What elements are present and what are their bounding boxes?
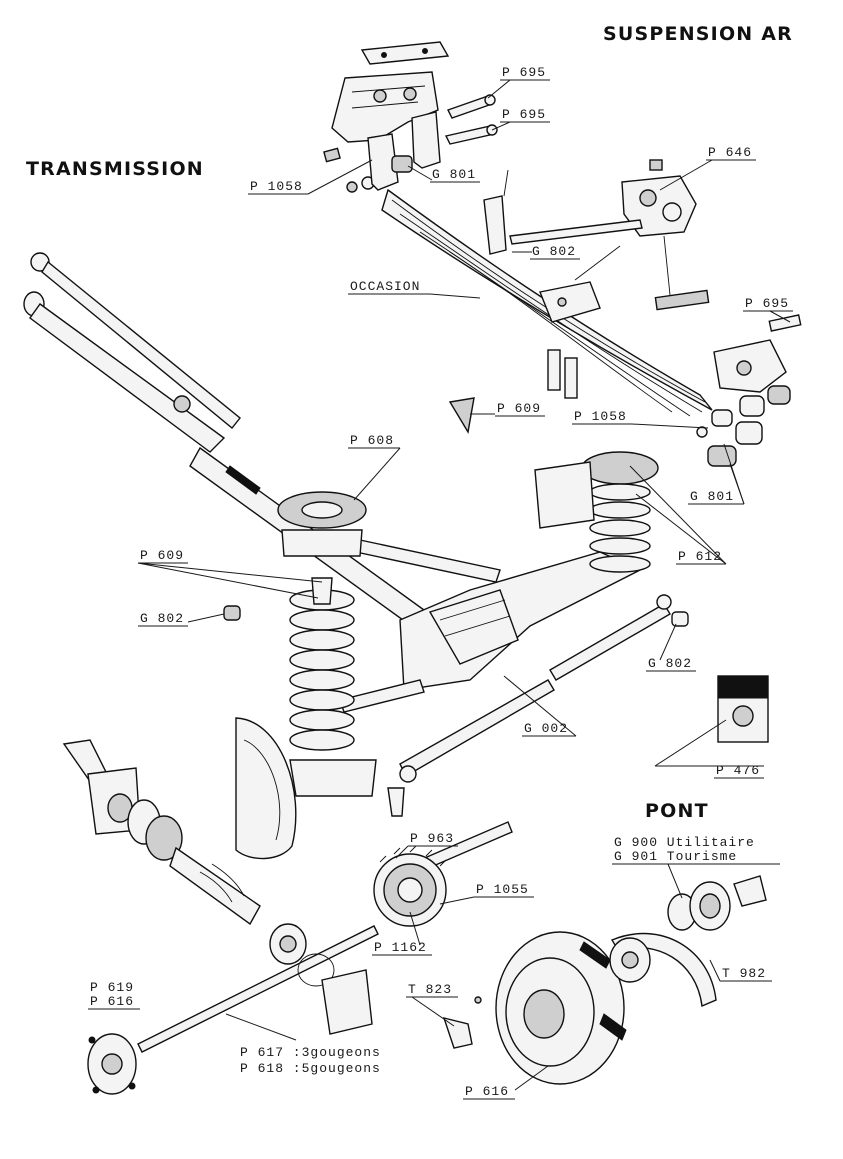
spring-hanger-bracket xyxy=(323,71,439,193)
svg-text:P 609: P 609 xyxy=(497,401,541,416)
callout-t823: T 823 xyxy=(406,982,458,1027)
callout-p616-b: P 616 xyxy=(463,1065,549,1100)
callout-p695-c: P 695 xyxy=(743,296,793,323)
callout-p619-p616: P 619 P 616 xyxy=(88,980,140,1010)
pinion-assembly xyxy=(62,739,307,965)
callout-p1058-a: P 1058 xyxy=(248,159,373,195)
shock-mount-p646 xyxy=(509,159,697,296)
svg-text:G 900 Utilitaire: G 900 Utilitaire xyxy=(614,835,755,850)
callout-p617-p618: P 617 :3gougeons P 618 :5gougeons xyxy=(225,1013,381,1076)
svg-text:P 695: P 695 xyxy=(745,296,789,311)
callout-g802-b: G 802 xyxy=(138,611,225,627)
callout-p1055: P 1055 xyxy=(439,882,534,905)
svg-text:P 695: P 695 xyxy=(502,65,546,80)
callout-p609-a: P 609 xyxy=(470,401,545,417)
upper-bracket-plate xyxy=(360,41,450,65)
title-transmission: TRANSMISSION xyxy=(26,158,204,180)
differential-crown xyxy=(373,821,513,927)
svg-text:T 823: T 823 xyxy=(408,982,452,997)
callout-occasion: OCCASION xyxy=(348,279,481,299)
callout-g802-c: G 802 xyxy=(646,623,696,672)
callout-p608: P 608 xyxy=(348,433,401,501)
leaf-spring xyxy=(381,188,713,417)
callout-p646: P 646 xyxy=(659,145,756,191)
svg-text:P 612: P 612 xyxy=(678,549,722,564)
brake-drum-left xyxy=(235,717,377,860)
svg-text:P 1058: P 1058 xyxy=(574,409,627,424)
callout-p476: P 476 xyxy=(654,719,764,779)
callout-p1058-b: P 1058 xyxy=(572,409,709,429)
callout-g801-b: G 801 xyxy=(688,443,745,505)
rear-shackle-assembly xyxy=(696,314,802,467)
svg-text:P 963: P 963 xyxy=(410,831,454,846)
callout-p612: P 612 xyxy=(629,465,727,565)
bump-stop-small xyxy=(448,397,475,434)
lateral-rods xyxy=(387,594,689,817)
svg-text:OCCASION: OCCASION xyxy=(350,279,420,294)
half-shaft xyxy=(87,925,379,1095)
svg-text:G 801: G 801 xyxy=(432,167,476,182)
svg-text:T 982: T 982 xyxy=(722,966,766,981)
title-pont: PONT xyxy=(645,800,709,822)
svg-text:P 695: P 695 xyxy=(502,107,546,122)
shackle-plates xyxy=(367,111,441,191)
svg-text:G 801: G 801 xyxy=(690,489,734,504)
callout-g801-a: G 801 xyxy=(407,165,480,183)
callout-p609-b: P 609 xyxy=(137,548,323,599)
bleed-screw xyxy=(442,996,482,1049)
svg-text:G 802: G 802 xyxy=(140,611,184,626)
svg-text:P 618 :5gougeons: P 618 :5gougeons xyxy=(240,1061,381,1076)
svg-text:G 901 Tourisme: G 901 Tourisme xyxy=(614,849,737,864)
svg-text:P 1055: P 1055 xyxy=(476,882,529,897)
svg-text:P 616: P 616 xyxy=(90,994,134,1009)
svg-text:P 619: P 619 xyxy=(90,980,134,995)
callout-p1162: P 1162 xyxy=(372,911,432,956)
shackle-pins xyxy=(444,94,498,145)
callout-g002: G 002 xyxy=(503,675,577,737)
brake-drum-right xyxy=(495,931,627,1085)
svg-text:P 616: P 616 xyxy=(465,1084,509,1099)
svg-text:P 1058: P 1058 xyxy=(250,179,303,194)
callout-p695-a: P 695 xyxy=(487,65,550,99)
oil-can xyxy=(717,675,769,743)
spring-seat-and-ubolts xyxy=(483,169,710,323)
backing-plate-and-bearing xyxy=(609,875,767,1008)
svg-text:P 609: P 609 xyxy=(140,548,184,563)
svg-text:P 476: P 476 xyxy=(716,763,760,778)
svg-text:P 1162: P 1162 xyxy=(374,940,427,955)
callout-p963: P 963 xyxy=(395,831,458,859)
callout-g802-a: G 802 xyxy=(512,244,580,260)
svg-text:P 608: P 608 xyxy=(350,433,394,448)
callout-t982: T 982 xyxy=(709,959,772,982)
callout-p695-b: P 695 xyxy=(491,107,550,131)
callout-g900-g901: G 900 Utilitaire G 901 Tourisme xyxy=(612,835,780,899)
svg-text:G 802: G 802 xyxy=(648,656,692,671)
title-suspension-ar: SUSPENSION AR xyxy=(603,23,793,45)
svg-text:P 617 :3gougeons: P 617 :3gougeons xyxy=(240,1045,381,1060)
svg-text:P 646: P 646 xyxy=(708,145,752,160)
svg-text:G 002: G 002 xyxy=(524,721,568,736)
coil-spring-left xyxy=(223,491,367,751)
svg-text:G 802: G 802 xyxy=(532,244,576,259)
coil-spring-right xyxy=(534,451,659,573)
